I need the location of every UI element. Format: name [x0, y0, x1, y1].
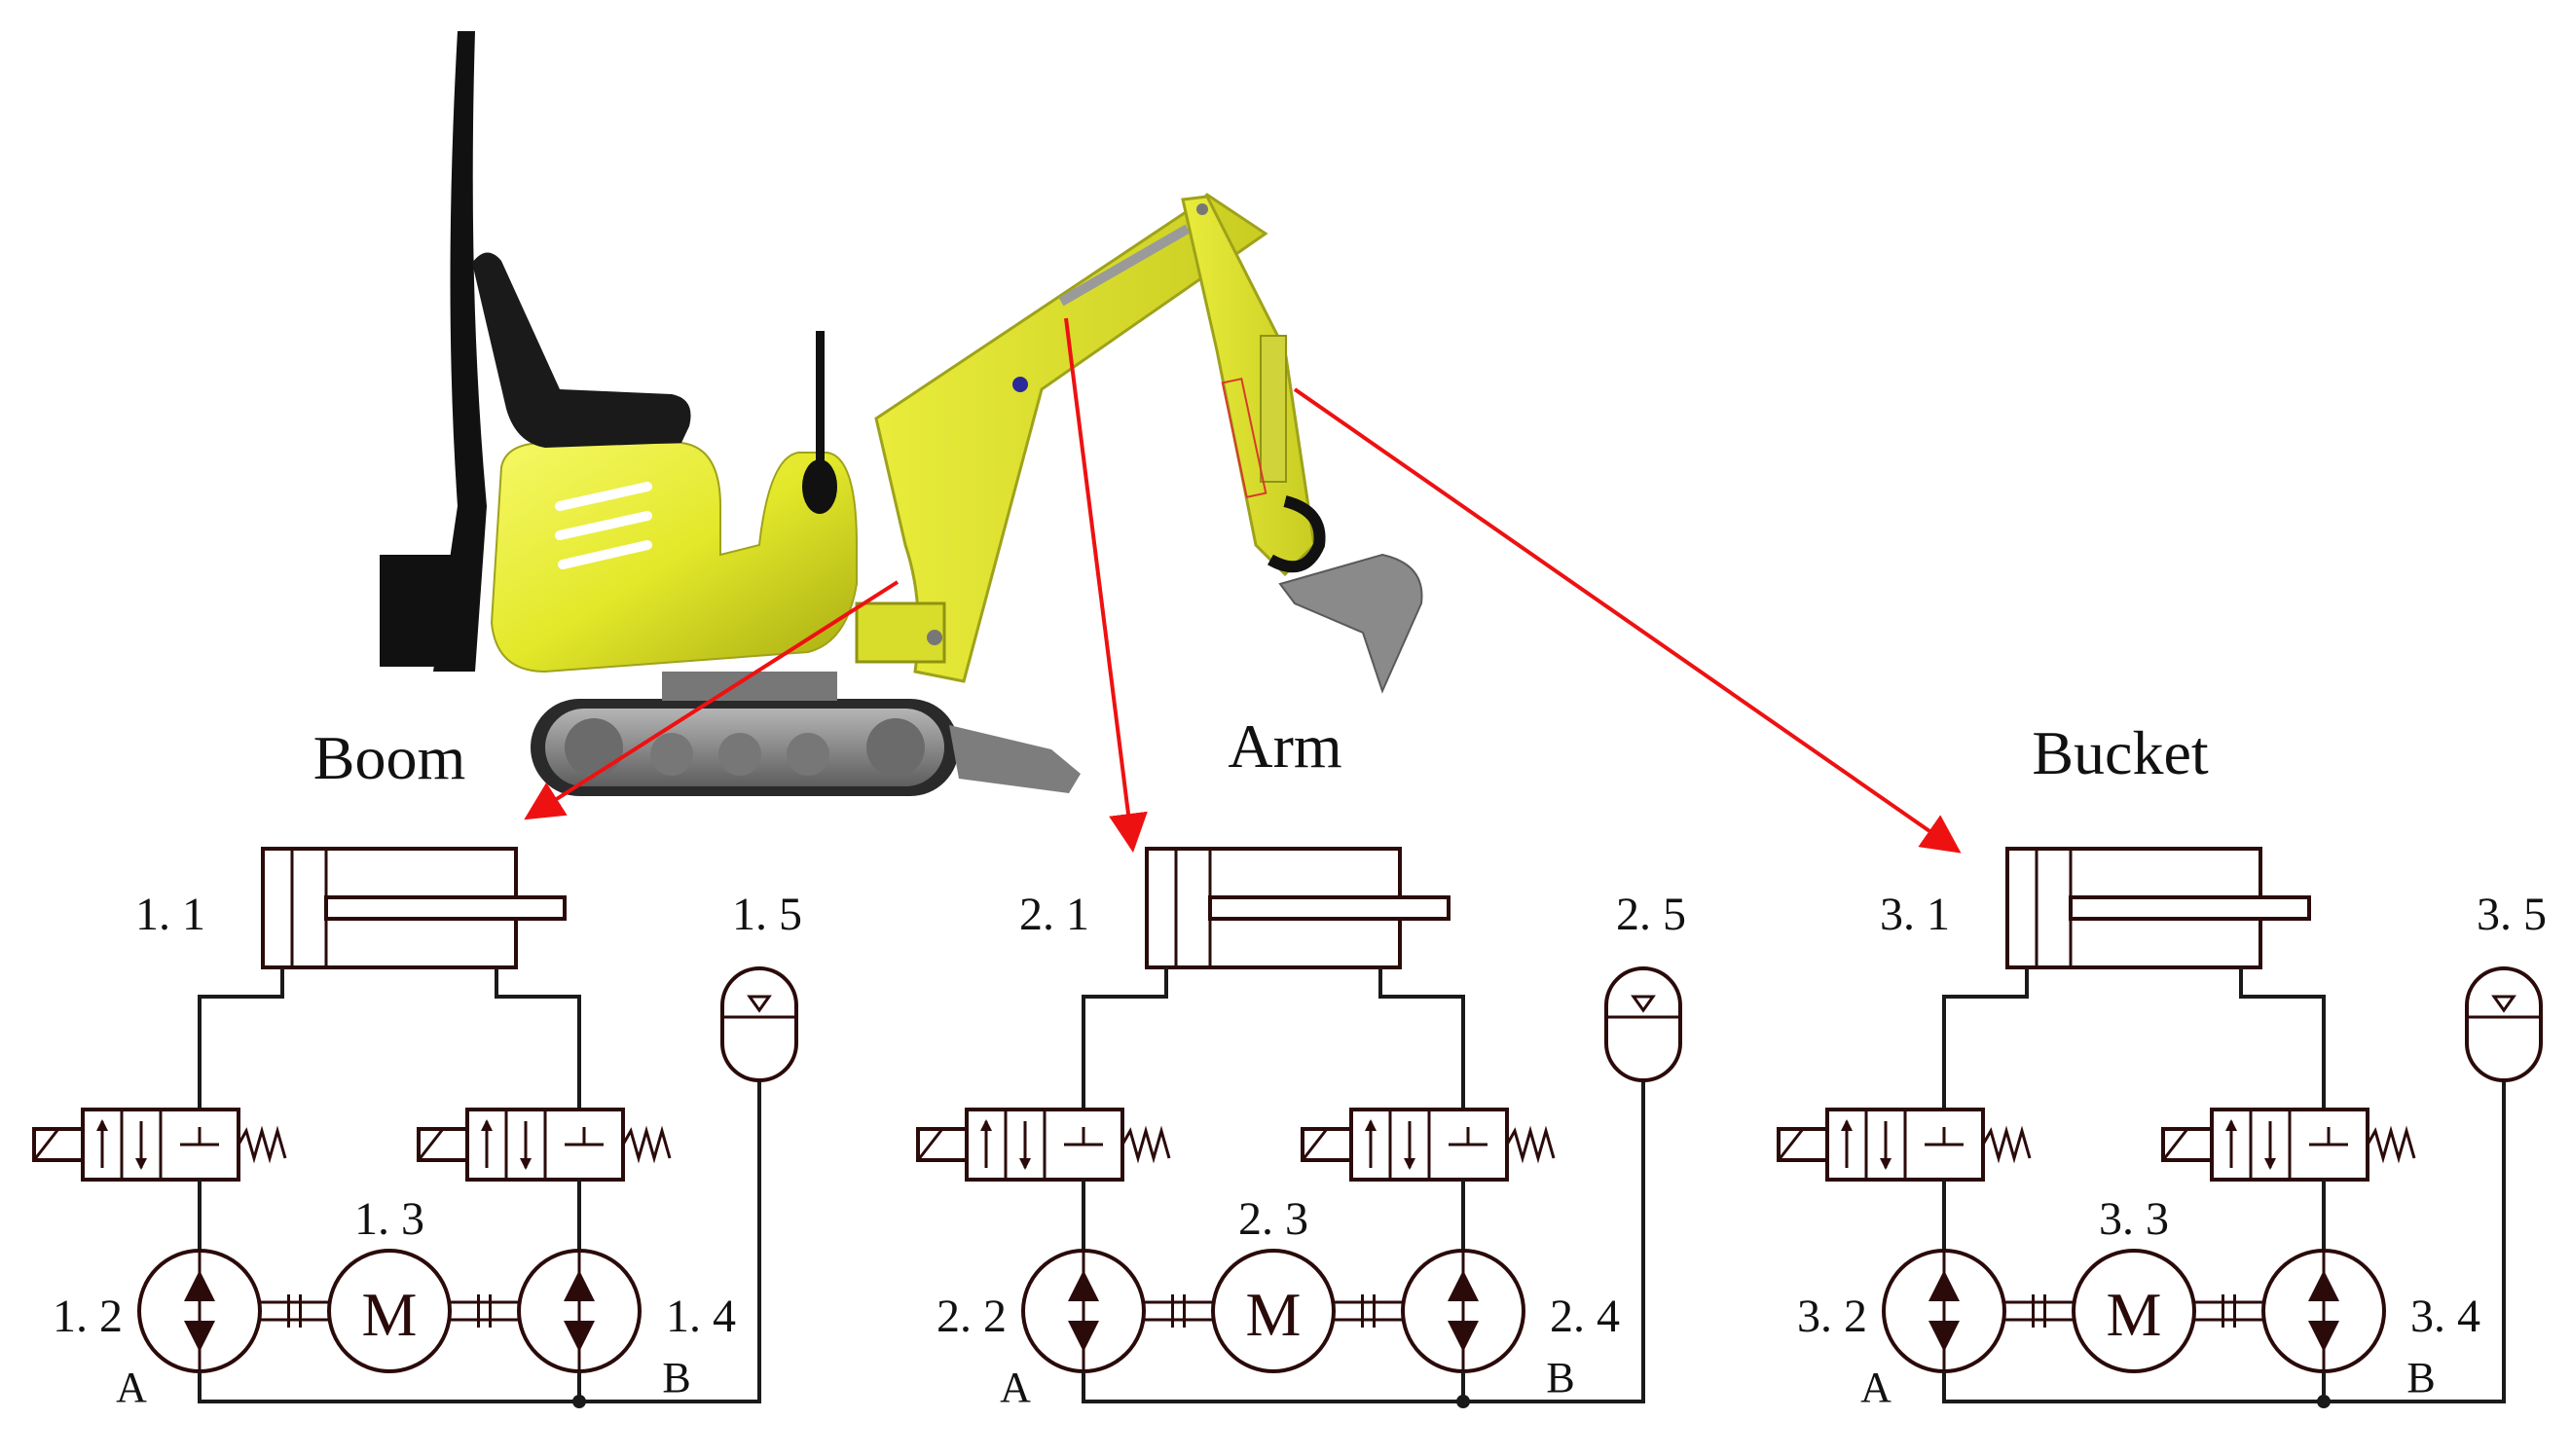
pump-b-label: 2. 4	[1550, 1291, 1620, 1342]
directional-valve-b	[417, 1108, 672, 1182]
cylinder-label: 3. 1	[1880, 889, 1950, 940]
arm-cylinder	[1260, 335, 1287, 483]
dozer-blade	[949, 725, 1081, 793]
port-b-label: B	[2406, 1354, 2435, 1401]
circuit-boom: Boom 1. 1 M 1. 3 1. 2 1. 4 A B 1. 5	[32, 723, 802, 1411]
accumulator-label: 1. 5	[732, 889, 802, 940]
arrow-arm	[1064, 317, 1148, 853]
accumulator	[1604, 966, 1682, 1082]
pump-a	[137, 1249, 262, 1373]
directional-valve-b	[1301, 1108, 1556, 1182]
directional-valve-a	[916, 1108, 1171, 1182]
pump-a	[1021, 1249, 1146, 1373]
accumulator-label: 3. 5	[2477, 889, 2547, 940]
motor-symbol: M	[362, 1280, 418, 1349]
pump-a-label: 2. 2	[937, 1291, 1007, 1342]
upper-body	[490, 442, 858, 673]
circuit-title: Arm	[1228, 711, 1341, 781]
motor-symbol: M	[2107, 1280, 2162, 1349]
cylinder-label: 2. 1	[1019, 889, 1089, 940]
motor-label: 1. 3	[354, 1193, 424, 1245]
boom-cylinder-rod	[1058, 224, 1191, 307]
electric-motor: M	[2072, 1249, 2196, 1373]
hydraulic-cylinder	[261, 847, 567, 969]
electric-motor: M	[1211, 1249, 1336, 1373]
pump-b	[517, 1249, 642, 1373]
directional-valve-a	[1777, 1108, 2032, 1182]
circuit-bucket: Bucket 3. 1 M 3. 3 3. 2 3. 4 A B 3. 5	[1777, 718, 2547, 1411]
pump-a-label: 3. 2	[1797, 1291, 1867, 1342]
circuit-title: Bucket	[2032, 718, 2209, 787]
hydraulic-cylinder	[2005, 847, 2311, 969]
port-b-label: B	[662, 1354, 690, 1401]
electric-motor: M	[327, 1249, 452, 1373]
arm	[1181, 195, 1316, 577]
port-a-label: A	[1860, 1364, 1892, 1411]
port-a-label: A	[116, 1364, 147, 1411]
bucket-link	[1267, 495, 1326, 573]
hydraulic-circuits: Boom 1. 1 M 1. 3 1. 2 1. 4 A B 1. 5 Arm 2. 1 M 2. 3 2…	[32, 711, 2547, 1411]
pump-b-label: 1. 4	[666, 1291, 736, 1342]
seat	[472, 252, 691, 448]
motor-label: 2. 3	[1238, 1193, 1308, 1245]
body-vents	[555, 482, 652, 569]
counterweight	[380, 555, 467, 667]
pump-a	[1882, 1249, 2006, 1373]
directional-valve-a	[32, 1108, 287, 1182]
control-lever	[816, 331, 825, 467]
circuit-title: Boom	[313, 723, 465, 792]
pump-b	[1401, 1249, 1525, 1373]
accumulator-label: 2. 5	[1616, 889, 1686, 940]
pump-b	[2261, 1249, 2386, 1373]
motor-label: 3. 3	[2099, 1193, 2169, 1245]
motor-symbol: M	[1246, 1280, 1302, 1349]
arrow-boom	[524, 580, 900, 820]
excavator-illustration	[380, 31, 1423, 796]
arrow-bucket	[1293, 387, 1962, 854]
pump-a-label: 1. 2	[53, 1291, 123, 1342]
rops-bar	[433, 31, 487, 672]
directional-valve-b	[2161, 1108, 2416, 1182]
cylinder-label: 1. 1	[135, 889, 205, 940]
port-b-label: B	[1546, 1354, 1574, 1401]
track-assembly	[531, 672, 959, 796]
pump-b-label: 3. 4	[2410, 1291, 2480, 1342]
port-a-label: A	[1000, 1364, 1031, 1411]
hydraulic-cylinder	[1145, 847, 1451, 969]
control-knob	[802, 459, 837, 514]
bucket	[1278, 553, 1423, 694]
pointer-arrows	[524, 317, 1962, 854]
circuit-arm: Arm 2. 1 M 2. 3 2. 2 2. 4 A B 2. 5	[916, 711, 1686, 1411]
accumulator	[2465, 966, 2543, 1082]
accumulator	[720, 966, 798, 1082]
